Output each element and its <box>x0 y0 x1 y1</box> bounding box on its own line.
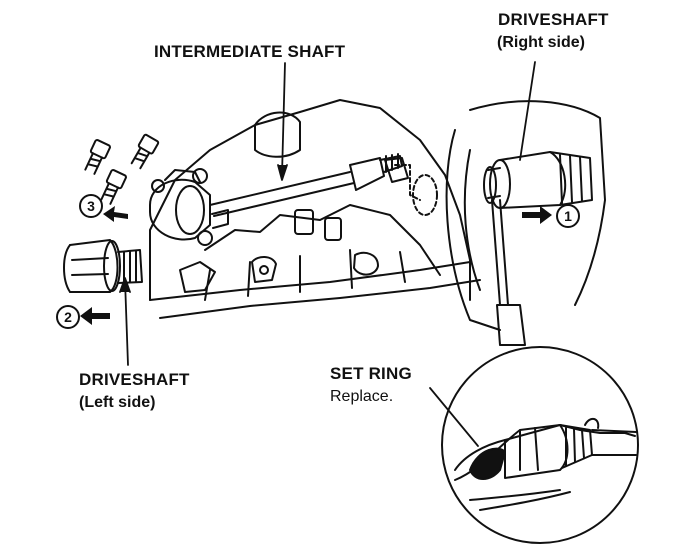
set-ring-inset <box>441 346 639 544</box>
leader-set-ring <box>429 387 479 447</box>
intermediate-shaft-label: INTERMEDIATE SHAFT <box>154 42 346 61</box>
set-ring-note: Replace. <box>330 388 394 405</box>
driveshaft-right-label: DRIVESHAFT <box>498 10 609 29</box>
set-ring-label: SET RING <box>330 364 412 383</box>
step-3-marker: 3 <box>79 194 103 218</box>
driveshaft-left-label: DRIVESHAFT <box>79 370 190 389</box>
right-driveshaft-drawing <box>483 151 593 346</box>
leader-intermediate-shaft <box>281 62 286 176</box>
leader-lines <box>119 61 536 447</box>
direction-arrows <box>80 206 552 325</box>
engine-block <box>149 99 481 319</box>
driveshaft-right-side-label: (Right side) <box>497 34 585 51</box>
bearing-bolts <box>84 133 160 205</box>
driveshaft-left-side-label: (Left side) <box>79 394 156 411</box>
intermediate-shaft-drawing <box>149 153 403 246</box>
arrow-step-1 <box>522 206 552 224</box>
leader-driveshaft-left <box>124 279 129 366</box>
step-1-marker: 1 <box>556 204 580 228</box>
step-2-marker: 2 <box>56 305 80 329</box>
leader-driveshaft-right <box>519 61 536 161</box>
arrow-step-3 <box>103 206 128 222</box>
arrow-step-2 <box>80 307 110 325</box>
left-driveshaft-drawing <box>63 239 143 293</box>
